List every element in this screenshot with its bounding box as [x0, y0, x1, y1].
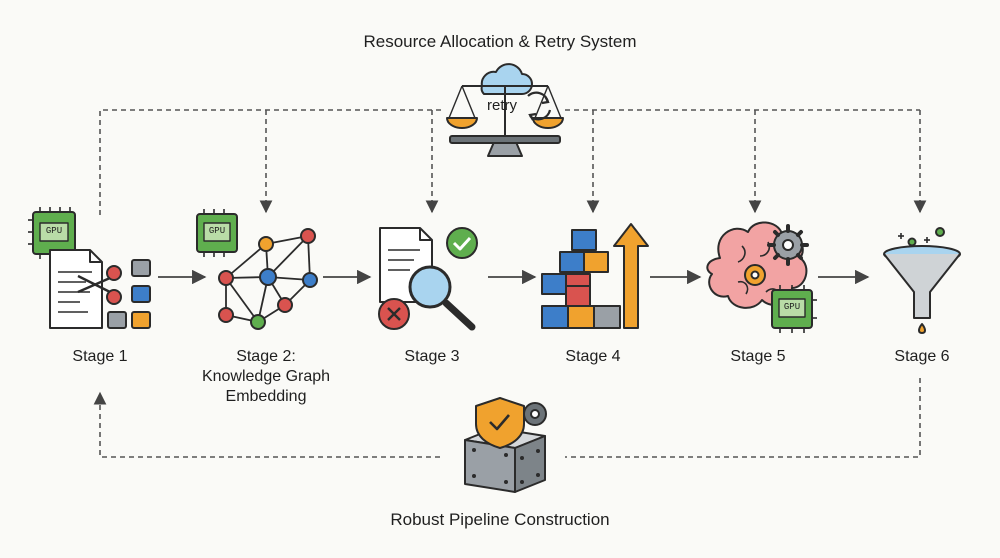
stage-3-icon: [378, 227, 478, 331]
stage-2-label: Stage 2:: [236, 348, 296, 365]
stage-4-icon: [541, 223, 649, 329]
resource-allocation-title: Resource Allocation & Retry System: [363, 32, 637, 51]
stage-3-label: Stage 3: [404, 348, 460, 365]
robust-block-icon: [464, 397, 547, 493]
stage-5-icon: [706, 221, 817, 333]
feedback-loop-lines: [93, 378, 921, 458]
balance-scale-icon: [446, 63, 564, 157]
stage-4-label: Stage 4: [565, 348, 621, 365]
stage-6-label: Stage 6: [894, 348, 950, 365]
gpu-label-stage-5: GPU: [783, 302, 801, 312]
stage-2-icon: [196, 209, 318, 330]
resource-bus-lines: [99, 109, 927, 215]
stage-1-label: Stage 1: [72, 348, 128, 365]
retry-label: retry: [487, 97, 517, 114]
gpu-label-stage-2: GPU: [208, 226, 226, 236]
stage-6-icon: [883, 227, 961, 334]
robust-pipeline-title: Robust Pipeline Construction: [390, 510, 610, 529]
retry-cycle-icon: [527, 91, 552, 121]
stage-2-label-line3: Embedding: [225, 388, 307, 405]
stage-2-label-line2: Knowledge Graph: [201, 368, 331, 385]
stage-1-icon: [28, 207, 151, 329]
gpu-label-stage-1: GPU: [45, 226, 63, 236]
stage-5-label: Stage 5: [730, 348, 786, 365]
